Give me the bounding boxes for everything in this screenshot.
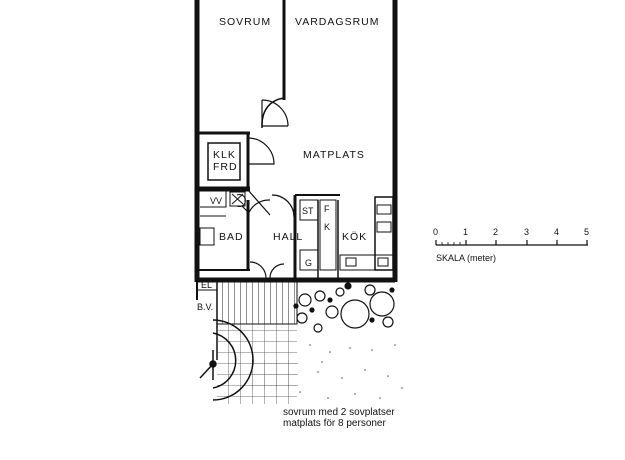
scale-bar: 0 1 2 3 4 5 SKALA (meter)	[433, 227, 589, 263]
caption-line-2: matplats för 8 personer	[283, 418, 386, 429]
room-label-matplats: MATPLATS	[303, 149, 365, 161]
room-label-bad: BAD	[219, 231, 244, 243]
room-label-frd: FRD	[213, 161, 238, 173]
ground-texture	[299, 344, 403, 399]
room-label-klk: KLK	[213, 149, 236, 161]
room-label-vardagsrum: VARDAGSRUM	[295, 16, 379, 28]
room-label-g: G	[305, 258, 312, 268]
room-label-kok: KÖK	[342, 231, 367, 243]
scale-tick-0: 0	[433, 227, 438, 237]
shrubbery	[293, 282, 395, 333]
room-label-st: ST	[302, 206, 314, 216]
door-swings	[241, 99, 295, 279]
scale-tick-5: 5	[584, 227, 589, 237]
room-label-hall: HALL	[273, 231, 303, 243]
scale-tick-3: 3	[524, 227, 529, 237]
spiral-stair	[199, 319, 254, 401]
plan-caption: sovrum med 2 sovplatser matplats för 8 p…	[283, 407, 395, 429]
fixtures	[199, 191, 246, 246]
entrance-steps	[216, 281, 298, 325]
room-label-vv: VV	[210, 196, 222, 206]
room-label-f: F	[324, 204, 330, 214]
room-label-el: EL	[201, 280, 212, 290]
caption-line-1: sovrum med 2 sovplatser	[283, 407, 395, 418]
room-label-sovrum: SOVRUM	[219, 16, 271, 28]
scale-tick-4: 4	[554, 227, 559, 237]
room-label-bv: B.V.	[197, 302, 213, 312]
scale-tick-1: 1	[463, 227, 468, 237]
scale-label: SKALA (meter)	[436, 253, 496, 263]
room-label-k: K	[324, 222, 330, 232]
scale-tick-2: 2	[493, 227, 498, 237]
